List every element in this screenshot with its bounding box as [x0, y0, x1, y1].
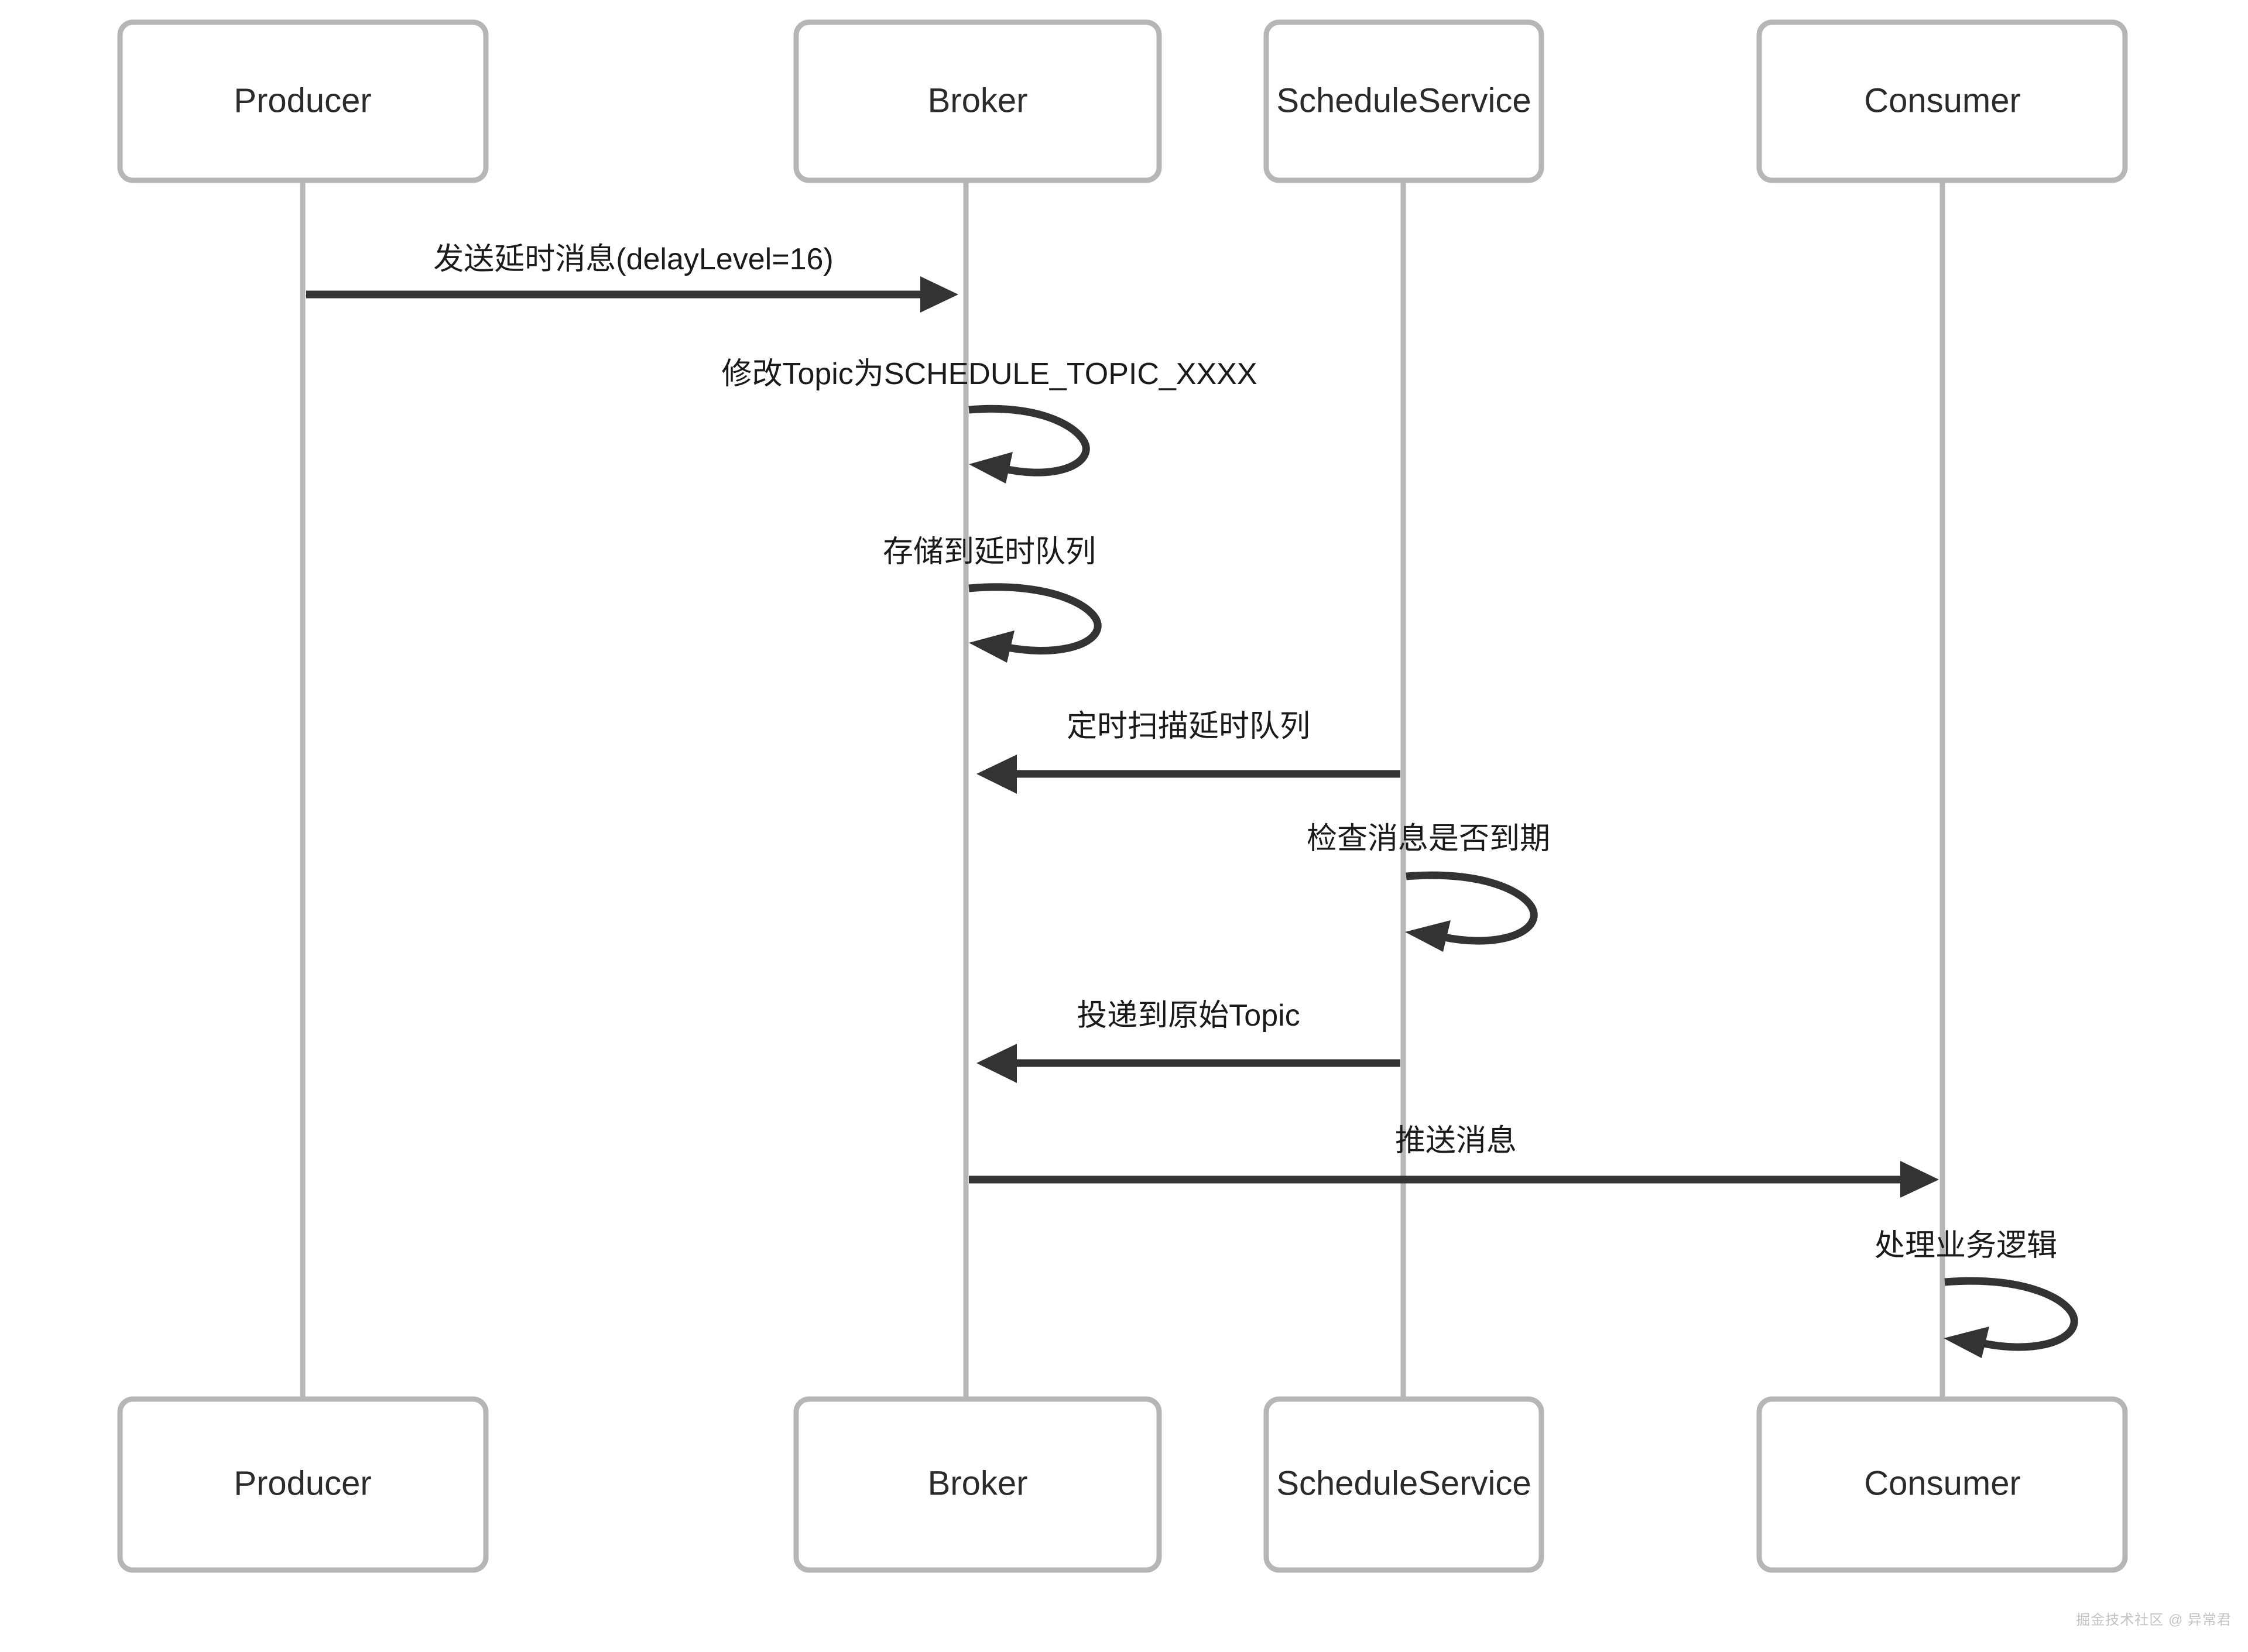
message-3-label: 存储到延时队列	[883, 535, 1096, 569]
actor-label-schedule: ScheduleService	[1276, 81, 1531, 119]
actor-box-bottom-producer[interactable]	[117, 1396, 489, 1573]
message-5-label: 检查消息是否到期	[1307, 822, 1550, 856]
actor-box-bottom-schedule[interactable]	[1263, 1396, 1544, 1573]
actor-label-consumer: Consumer	[1864, 81, 2021, 119]
actor-footer-producer[interactable]: Producer	[117, 1396, 489, 1573]
actor-label-producer: Producer	[234, 81, 371, 119]
message-8-arrowhead-left	[1944, 1327, 1989, 1358]
message-8-handle-business-logic[interactable]: 处理业务逻辑	[1875, 1229, 2078, 1358]
message-5-check-message-expired[interactable]: 检查消息是否到期	[1307, 822, 1550, 952]
message-5-loop-path	[1406, 871, 1538, 945]
message-8-label: 处理业务逻辑	[1875, 1229, 2057, 1263]
message-2-arrowhead-left	[969, 452, 1013, 484]
message-2-loop-path	[968, 405, 1090, 477]
message-2-modify-topic[interactable]: 修改Topic为SCHEDULE_TOPIC_XXXX	[721, 357, 1257, 484]
actor-box-bottom-consumer[interactable]	[1756, 1396, 2128, 1573]
actor-header-producer[interactable]: Producer	[117, 19, 489, 183]
message-3-store-delay-queue[interactable]: 存储到延时队列	[883, 535, 1102, 663]
actor-footer-consumer[interactable]: Consumer	[1756, 1396, 2128, 1573]
message-1-send-delay-message[interactable]: 发送延时消息(delayLevel=16)	[306, 242, 958, 313]
actor-label-bottom-consumer: Consumer	[1864, 1464, 2021, 1502]
actor-header-consumer[interactable]: Consumer	[1756, 19, 2128, 183]
message-4-label: 定时扫描延时队列	[1067, 710, 1310, 743]
actor-label-bottom-producer: Producer	[234, 1464, 371, 1502]
actor-box-broker[interactable]	[793, 19, 1162, 183]
message-1-label: 发送延时消息(delayLevel=16)	[433, 242, 833, 276]
message-7-push-message[interactable]: 推送消息	[969, 1124, 1939, 1198]
message-6-arrowhead-left	[976, 1044, 1017, 1083]
message-7-label: 推送消息	[1395, 1124, 1517, 1158]
actor-box-schedule[interactable]	[1263, 19, 1544, 183]
message-6-label: 投递到原始Topic	[1077, 999, 1300, 1033]
actor-box-bottom-broker[interactable]	[793, 1396, 1162, 1573]
actor-header-schedule[interactable]: ScheduleService	[1263, 19, 1544, 183]
message-1-arrowhead-right	[920, 276, 958, 313]
actor-footer-broker[interactable]: Broker	[793, 1396, 1162, 1573]
lifelines	[300, 180, 1945, 1399]
actor-box-consumer[interactable]	[1756, 19, 2128, 183]
actor-label-broker: Broker	[928, 81, 1028, 119]
actor-label-bottom-schedule: ScheduleService	[1276, 1464, 1531, 1502]
actor-label-bottom-broker: Broker	[928, 1464, 1028, 1502]
watermark-text: 掘金技术社区 @ 异常君	[2076, 1612, 2232, 1628]
actor-footer-schedule[interactable]: ScheduleService	[1263, 1396, 1544, 1573]
message-2-label: 修改Topic为SCHEDULE_TOPIC_XXXX	[721, 357, 1257, 391]
message-3-arrowhead-left	[969, 630, 1015, 663]
message-6-deliver-original-topic[interactable]: 投递到原始Topic	[976, 999, 1400, 1083]
actor-header-broker[interactable]: Broker	[793, 19, 1162, 183]
message-8-loop-path	[1944, 1277, 2078, 1351]
actor-box-producer[interactable]	[117, 19, 489, 183]
message-4-arrowhead-left	[976, 755, 1017, 794]
message-5-arrowhead-left	[1405, 920, 1451, 952]
message-7-arrowhead-right	[1900, 1161, 1939, 1198]
message-4-scan-delay-queue[interactable]: 定时扫描延时队列	[976, 710, 1400, 794]
message-3-loop-path	[968, 583, 1102, 654]
